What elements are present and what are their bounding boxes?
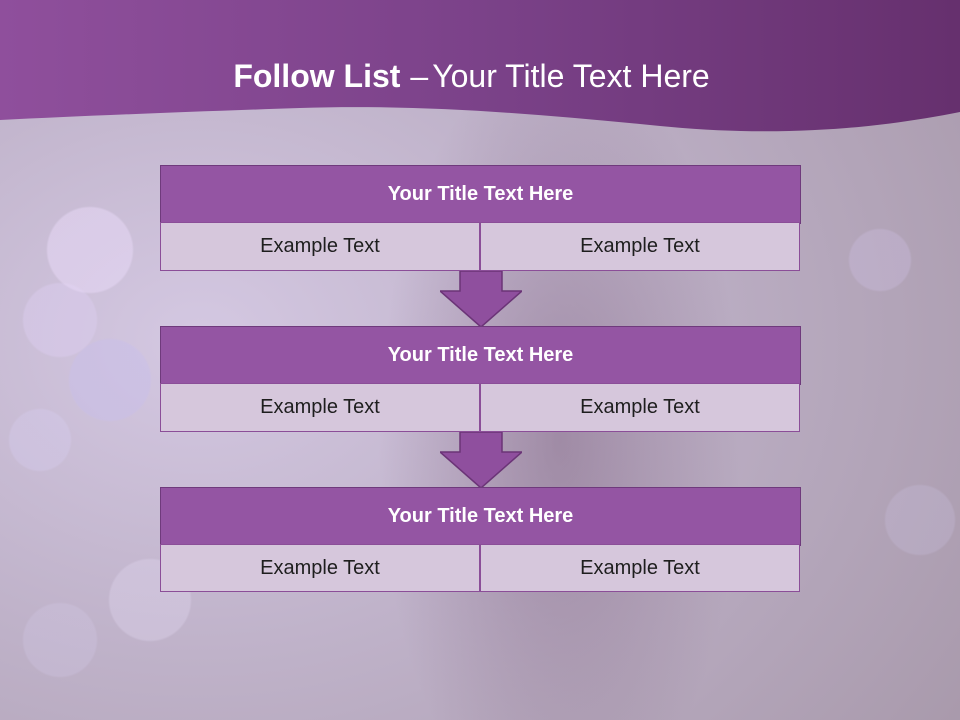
down-arrow-icon bbox=[440, 432, 522, 488]
title-dash: – bbox=[410, 58, 429, 94]
title-rest: Your Title Text Here bbox=[432, 58, 710, 94]
down-arrow-icon bbox=[440, 271, 522, 327]
header-banner bbox=[0, 0, 960, 132]
step-left-text: Example Text bbox=[160, 383, 480, 432]
page-title: Follow List–Your Title Text Here bbox=[0, 52, 943, 100]
step-left-text: Example Text bbox=[160, 222, 480, 271]
step-right-text: Example Text bbox=[480, 544, 800, 592]
step-right-text: Example Text bbox=[480, 383, 800, 432]
step-title: Your Title Text Here bbox=[160, 487, 801, 546]
step-title: Your Title Text Here bbox=[160, 165, 801, 224]
title-bold: Follow List bbox=[233, 58, 401, 94]
step-left-text: Example Text bbox=[160, 544, 480, 592]
step-title: Your Title Text Here bbox=[160, 326, 801, 385]
step-right-text: Example Text bbox=[480, 222, 800, 271]
